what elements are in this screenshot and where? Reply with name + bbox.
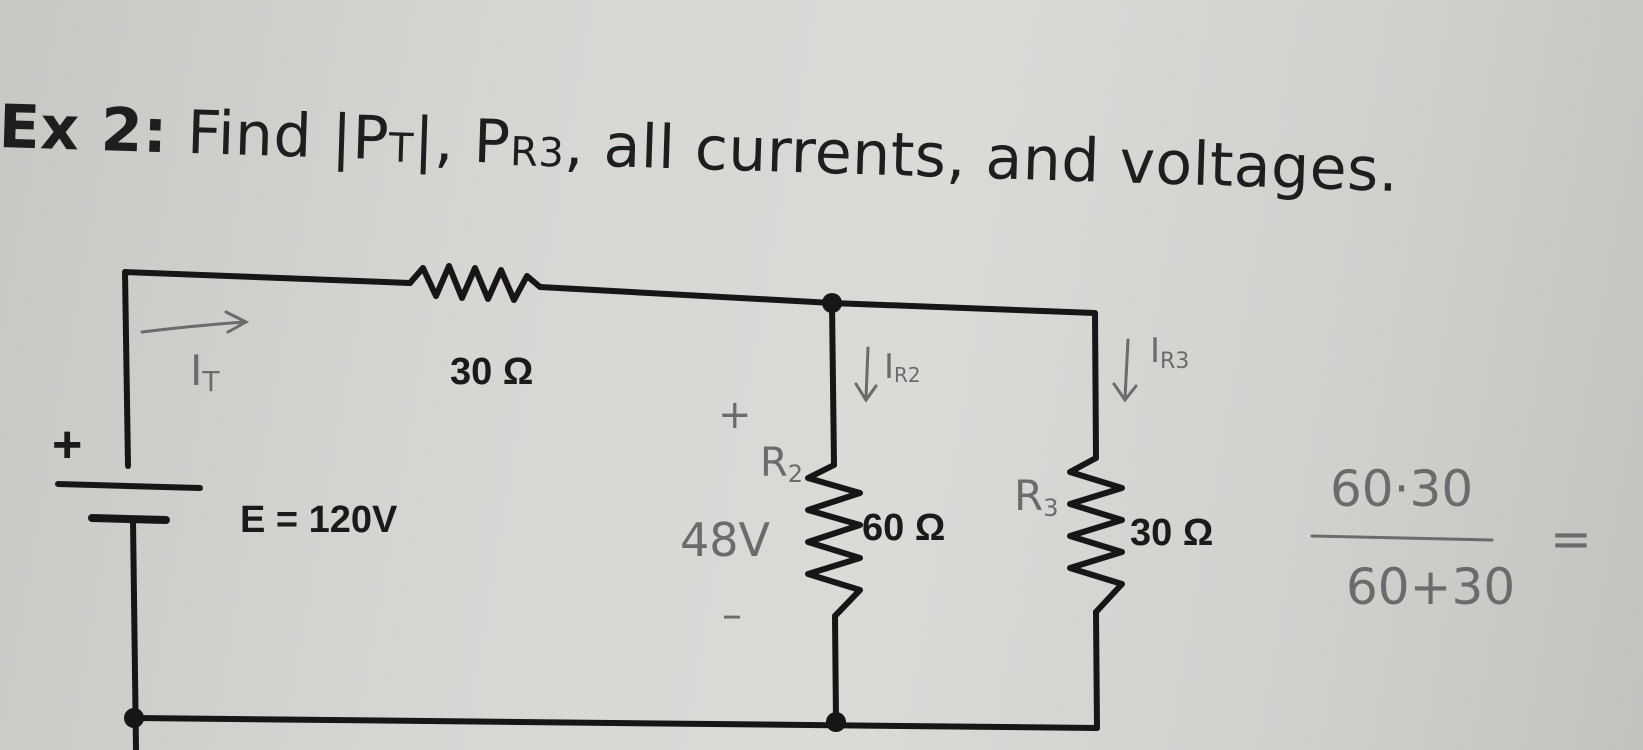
r3-name-sub: 3: [1043, 494, 1058, 522]
it-label: IT: [190, 346, 220, 398]
r2-label: 60 Ω: [862, 507, 945, 549]
r3-name-letter: R: [1014, 471, 1043, 520]
resistor-r2: [805, 462, 863, 619]
fraction-equals: =: [1550, 510, 1592, 568]
wire-r2-bottom: [832, 613, 839, 725]
ir3-letter: I: [1150, 331, 1160, 371]
wire-bottom: [133, 715, 1100, 731]
wire-top-right: [829, 300, 1099, 461]
junction-bottom-middle: [826, 712, 846, 732]
source-label: E = 120V: [240, 499, 398, 541]
junctions: [124, 293, 846, 732]
r2-name: R2: [760, 440, 803, 488]
source-plus: +: [52, 416, 82, 474]
ir2-label: IR2: [884, 347, 921, 387]
wire-top-middle: [537, 284, 835, 306]
v-minus: –: [722, 592, 742, 638]
ir2-letter: I: [884, 347, 894, 387]
fraction-numerator: 60·30: [1330, 460, 1473, 518]
r3-label: 30 Ω: [1130, 512, 1213, 554]
resistor-r3: [1067, 455, 1125, 615]
battery-long-plate: [55, 481, 203, 491]
ir3-sub: R3: [1160, 349, 1189, 374]
fraction-denominator: 60+30: [1346, 558, 1515, 616]
ir2-sub: R2: [894, 363, 921, 387]
junction-top: [822, 293, 842, 313]
r3-name: R3: [1014, 471, 1058, 522]
v-plus: +: [718, 392, 752, 438]
fraction-bar: [1310, 534, 1494, 542]
wire-r3-bottom: [1093, 609, 1100, 731]
it-letter: I: [190, 346, 202, 395]
circuit-wires: [122, 269, 1100, 750]
battery-short-plate: [88, 514, 170, 524]
wire-r2-top: [829, 300, 837, 468]
it-sub: T: [201, 365, 220, 398]
r2-name-letter: R: [760, 440, 788, 486]
v-r2: 48V: [680, 513, 771, 567]
junction-bottom-left: [124, 708, 144, 728]
resistor-r1: [407, 263, 543, 303]
r2-name-sub: 2: [788, 460, 803, 488]
it-arrow: [140, 310, 250, 334]
r1-label: 30 Ω: [450, 351, 533, 393]
handwritten-annotations: IT IR2 IR3 + R2 48V – R3 60·30 60+30 =: [140, 310, 1592, 638]
ir3-arrow: [1112, 338, 1138, 403]
battery-symbol: [55, 481, 203, 524]
ir3-label: IR3: [1150, 331, 1189, 374]
wire-top-left: [122, 269, 413, 469]
ir2-arrow: [854, 346, 878, 403]
